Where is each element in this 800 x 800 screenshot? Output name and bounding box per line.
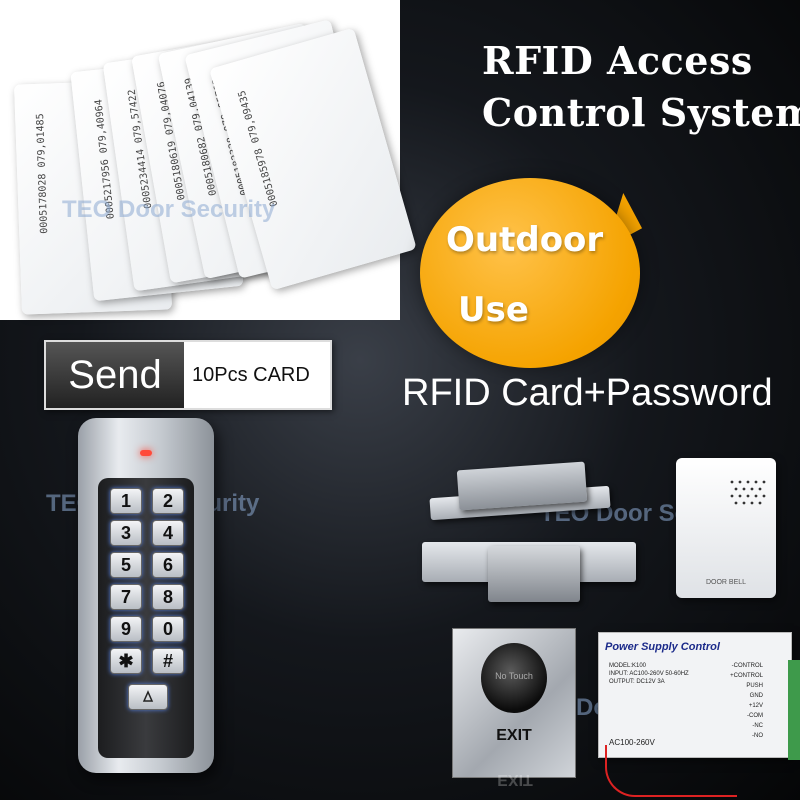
exit-button-device: No Touch EXIT xyxy=(452,628,576,778)
key-hash: # xyxy=(152,648,184,674)
headline-line2: Control System xyxy=(482,90,800,135)
outdoor-use-bubble: Outdoor Use xyxy=(420,178,640,368)
key-9: 9 xyxy=(110,616,142,642)
psu-output: OUTPUT: DC12V 3A xyxy=(609,679,665,685)
exit-sensor: No Touch xyxy=(481,643,547,713)
door-bell-device: DOOR BELL xyxy=(676,458,776,598)
key-5: 5 xyxy=(110,552,142,578)
keypad-device: 1 2 3 4 5 6 7 8 9 0 ✱ # xyxy=(78,418,214,773)
tagline: RFID Card+Password xyxy=(402,372,773,414)
card-number: 0005178028 079,01485 xyxy=(35,113,51,234)
status-led xyxy=(140,450,152,456)
door-bell-label: DOOR BELL xyxy=(705,579,747,586)
key-8: 8 xyxy=(152,584,184,610)
bell-icon xyxy=(142,690,154,702)
watermark: TEO Door Security xyxy=(62,196,276,223)
terminal-label: +12V xyxy=(748,703,763,709)
bubble-line1: Outdoor xyxy=(446,220,604,260)
red-wire xyxy=(605,745,737,797)
psu-input: INPUT: AC100-260V 50-60HZ xyxy=(609,671,689,677)
key-4: 4 xyxy=(152,520,184,546)
send-banner: Send 10Pcs CARD xyxy=(44,340,332,410)
exit-label: EXIT xyxy=(496,727,532,744)
strike-mechanism xyxy=(488,546,580,602)
psu-title: Power Supply Control xyxy=(605,641,720,653)
key-2: 2 xyxy=(152,488,184,514)
terminal-label: -NO xyxy=(752,733,763,739)
key-6: 6 xyxy=(152,552,184,578)
key-0: 0 xyxy=(152,616,184,642)
bell-key xyxy=(128,684,168,710)
speaker-grille-icon xyxy=(730,480,766,505)
terminal-label: +CONTROL xyxy=(730,673,763,679)
terminal-label: -NC xyxy=(752,723,763,729)
power-supply-device: Power Supply Control MODEL:K100 INPUT: A… xyxy=(598,632,792,758)
key-star: ✱ xyxy=(110,648,142,674)
key-7: 7 xyxy=(110,584,142,610)
keypad-face: 1 2 3 4 5 6 7 8 9 0 ✱ # xyxy=(98,478,194,758)
terminal-label: -CONTROL xyxy=(731,663,763,669)
card-number: 0005185978 079,09435 xyxy=(236,89,281,208)
key-3: 3 xyxy=(110,520,142,546)
send-label: Send xyxy=(46,342,184,408)
psu-model: MODEL:K100 xyxy=(609,663,647,669)
terminal-label: GND xyxy=(749,693,763,699)
headline-line1: RFID Access xyxy=(482,38,753,83)
rfid-cards-image: 0005178028 079,01485 0005217956 079,4096… xyxy=(0,0,417,320)
psu-voltage: AC100-260V xyxy=(609,738,655,747)
send-quantity: 10Pcs CARD xyxy=(192,364,310,386)
terminal-label: -COM xyxy=(747,713,763,719)
terminal-label: PUSH xyxy=(746,683,763,689)
sensor-text: No Touch xyxy=(495,671,533,681)
bubble-line2: Use xyxy=(458,290,529,330)
exit-reflection: EXIT xyxy=(497,771,533,788)
terminal-block xyxy=(788,660,800,760)
key-1: 1 xyxy=(110,488,142,514)
